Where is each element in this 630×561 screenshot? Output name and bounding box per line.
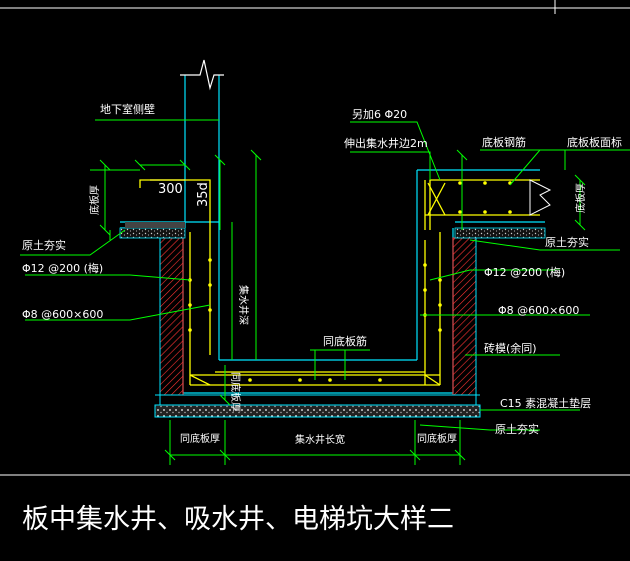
label-rebar-left-8: Φ8 @600×600 [22,308,103,321]
drawing-title: 板中集水井、吸水井、电梯坑大样二 [22,504,454,535]
label-bottom-slab-rebar: 底板钢筋 [482,135,526,149]
slab-block-left [125,222,185,228]
basement-wall [180,59,224,360]
label-concrete-cushion: C15 素混凝土垫层 [500,396,591,410]
dim-300: 300 [158,182,183,197]
brick-mould-right [452,237,477,396]
dim-35d: 35d [196,182,211,207]
rebar-cage [139,179,540,386]
label-rebar-right-12: Φ12 @200 (梅) [484,265,565,279]
label-basement-wall: 地下室侧壁 [100,102,155,116]
label-slab-top-elev: 底板板面标 [567,135,622,149]
label-pit-length: 集水井长宽 [295,433,345,446]
slab-break-right [529,179,552,216]
label-same-slab-rebar: 同底板筋 [323,334,367,348]
label-slab-thickness-left: 底板厚 [88,185,101,215]
rebar-dots [188,181,512,382]
leader-lines [20,119,630,465]
label-same-slab-thick-bottom-right: 同底板厚 [417,432,457,445]
label-same-slab-thick-bottom-left: 同底板厚 [180,432,220,445]
slab-right [416,169,545,360]
label-soil-bottom: 原土夯实 [495,422,539,436]
label-rebar-left-12: Φ12 @200 (梅) [22,261,103,275]
label-rebar-right-8: Φ8 @600×600 [498,304,579,317]
concrete-cushion [154,404,481,418]
label-slab-thickness-right: 底板厚 [574,183,587,213]
soil-strip-right [454,227,546,239]
label-brick-mould: 砖模(余同) [484,341,537,355]
label-extra-bar: 另加6 Φ20 [352,108,407,121]
label-pit-depth: 集水井深 [237,285,250,325]
label-same-slab-thick-wall: 同底板厚 [229,372,242,412]
label-soil-left: 原土夯实 [22,238,66,252]
brick-mould-left [159,237,184,396]
label-extend-pit-edge: 伸出集水井边2m [344,136,428,150]
soil-strip-left [119,227,186,239]
label-soil-right: 原土夯实 [545,235,589,249]
pit-inner-outline [182,228,454,394]
